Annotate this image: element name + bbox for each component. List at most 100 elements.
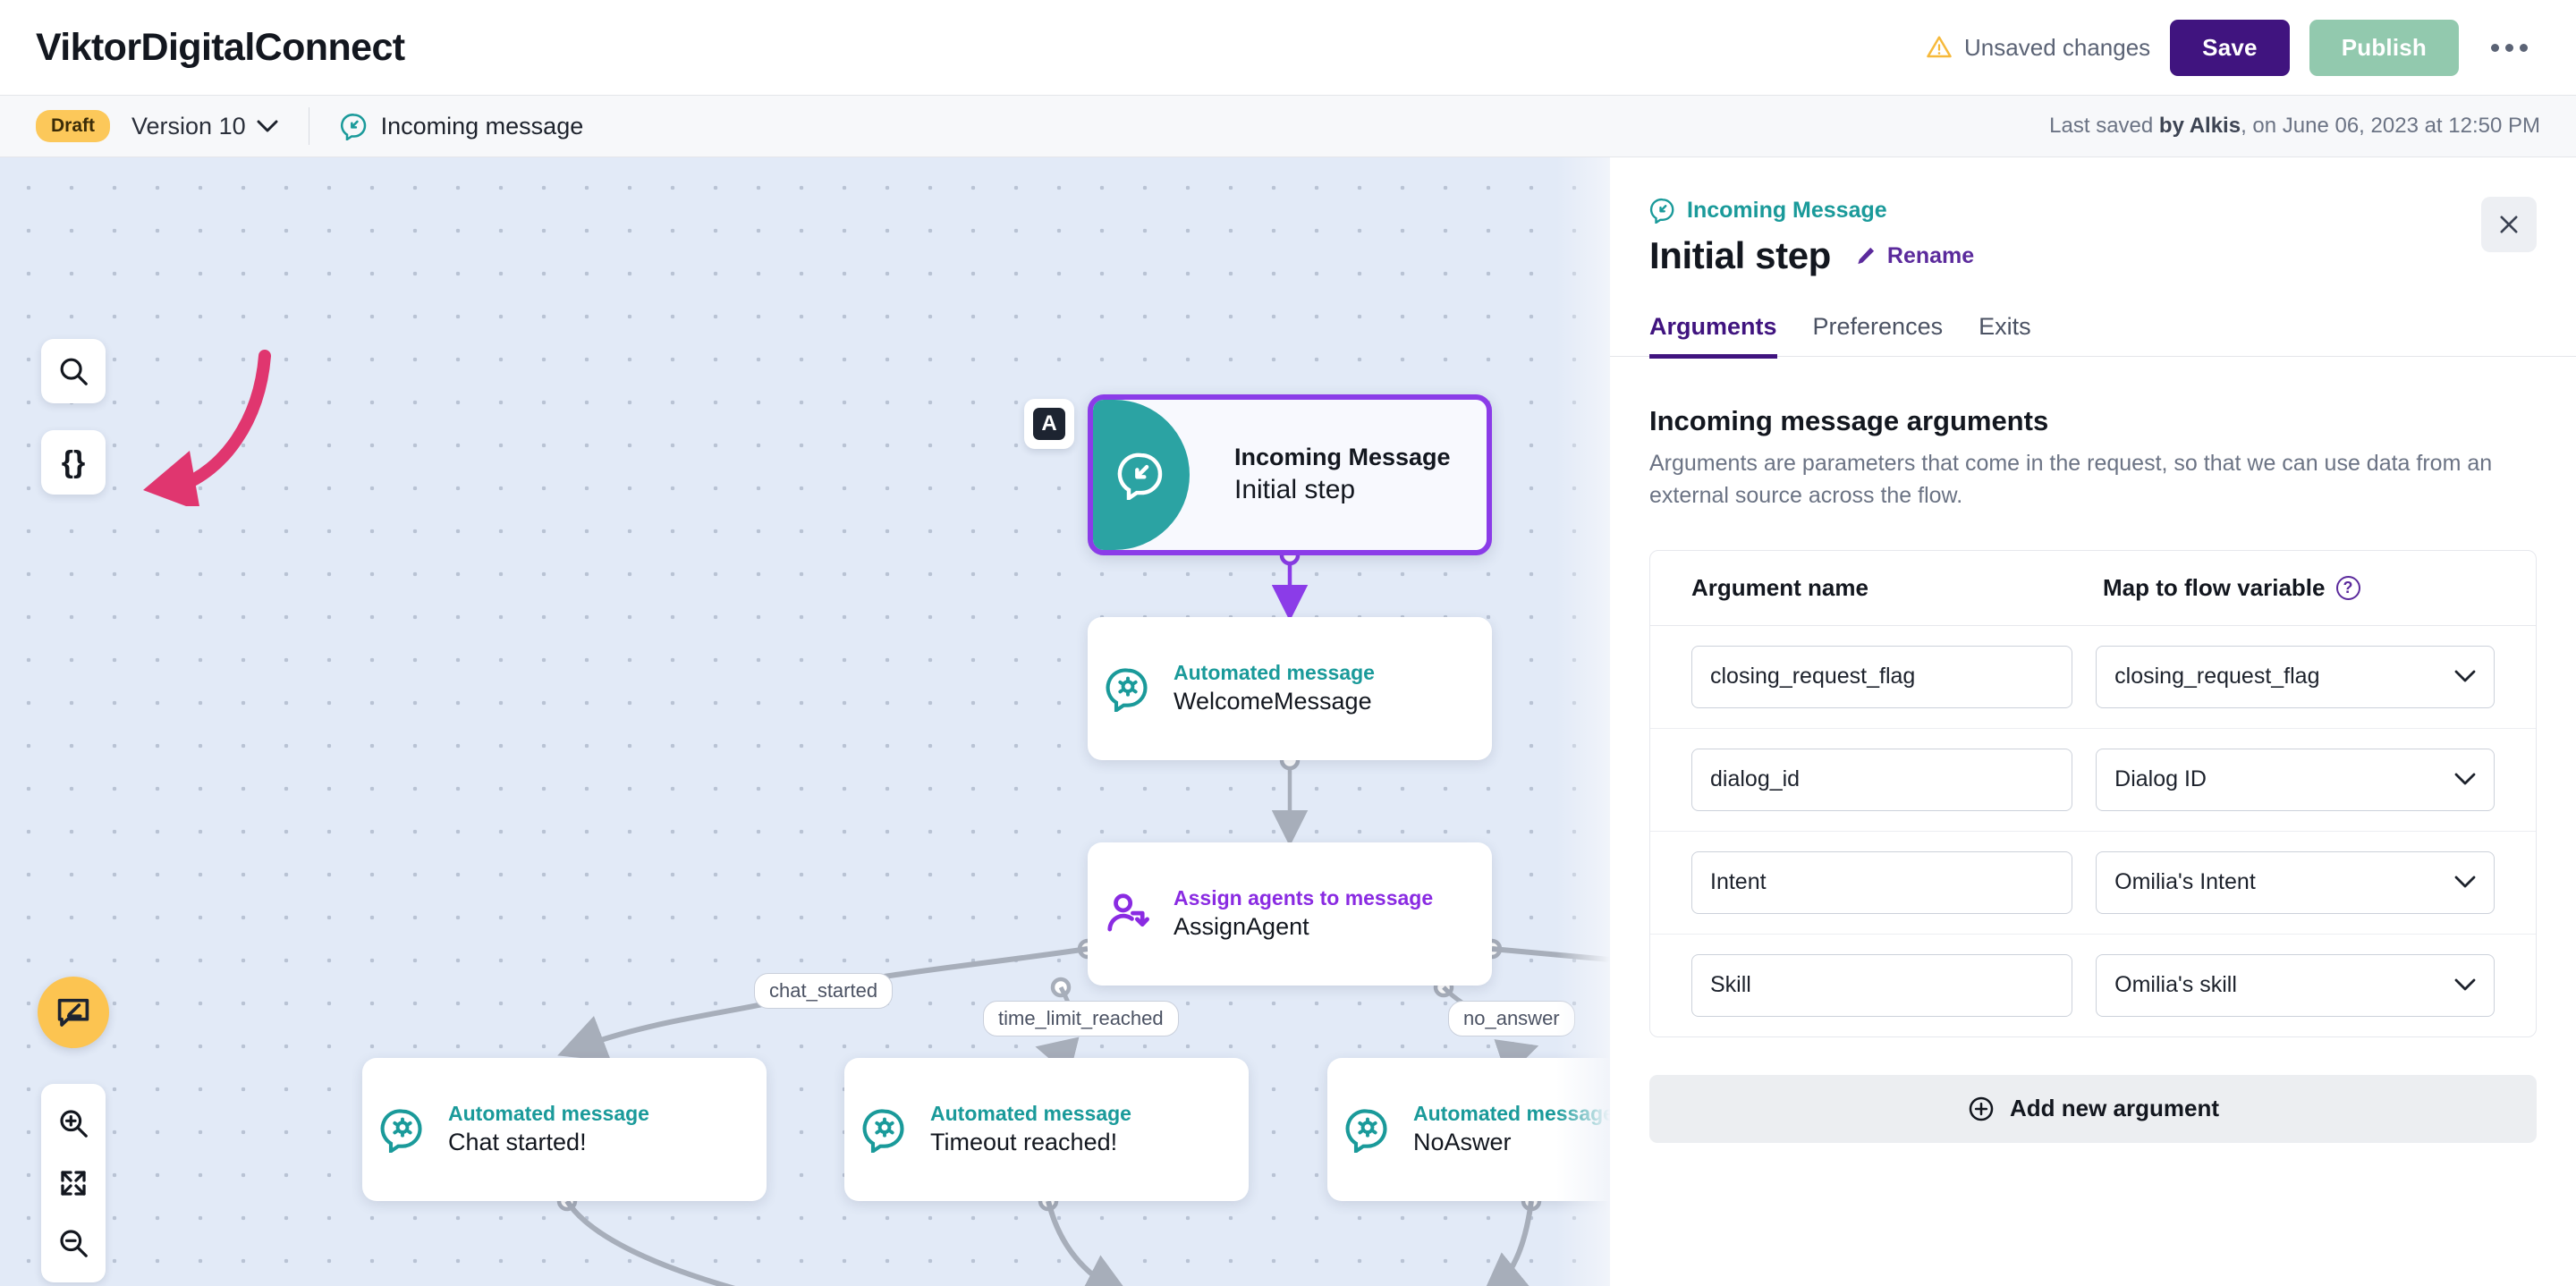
node-icon-area [1088, 665, 1168, 712]
pencil-icon [1858, 247, 1875, 265]
fit-to-screen-button[interactable] [41, 1153, 106, 1213]
node-icon-area [1327, 1106, 1408, 1153]
node-kind: Automated message [930, 1102, 1131, 1126]
tab-preferences[interactable]: Preferences [1812, 313, 1944, 340]
chevron-down-icon [2454, 876, 2476, 888]
node-text: Automated message NoAswer [1408, 1101, 1610, 1158]
add-comment-button[interactable] [38, 977, 109, 1048]
save-button[interactable]: Save [2170, 19, 2290, 76]
section-description: Arguments are parameters that come in th… [1649, 451, 2493, 509]
canvas-search-button[interactable] [41, 339, 106, 403]
comment-edit-icon [57, 998, 89, 1027]
kebab-menu-icon[interactable] [2479, 33, 2540, 63]
canvas-variables-button[interactable]: {} [41, 430, 106, 495]
flow-variable-value: Dialog ID [2114, 766, 2207, 791]
breadcrumb-label: Incoming message [380, 112, 584, 140]
automated-message-icon [1106, 668, 1148, 712]
chevron-down-icon [2454, 978, 2476, 991]
edge-label-chat-started: chat_started [754, 973, 894, 1009]
node-name: Chat started! [448, 1128, 587, 1155]
incoming-message-icon [1117, 453, 1163, 500]
plus-circle-icon [1969, 1096, 1994, 1121]
version-label: Version 10 [131, 112, 246, 140]
panel-tabs: Arguments Preferences Exits [1610, 313, 2576, 359]
argument-name-input[interactable]: dialog_id [1691, 748, 2073, 811]
close-panel-button[interactable] [2481, 197, 2537, 252]
last-saved-prefix: Last saved [2049, 114, 2159, 138]
status-badge: Draft [36, 110, 111, 142]
automated-message-icon [862, 1109, 904, 1153]
question-mark-icon[interactable]: ? [2335, 575, 2360, 600]
node-kind: Incoming Message [1234, 443, 1451, 470]
automated-message-icon [380, 1109, 422, 1153]
incoming-message-icon [1649, 198, 1674, 224]
step-details-panel: Incoming Message Initial step Rename Arg… [1610, 157, 2576, 1286]
table-row: Skill Omilia's skill [1650, 935, 2536, 1036]
flow-node-no-answer[interactable]: Automated message NoAswer [1327, 1058, 1610, 1201]
flow-variable-select[interactable]: Omilia's skill [2096, 953, 2495, 1017]
tab-arguments[interactable]: Arguments [1649, 313, 1777, 359]
argument-name-input[interactable]: closing_request_flag [1691, 645, 2073, 708]
assistant-badge[interactable]: A [1024, 399, 1074, 449]
flow-node-assign-agent[interactable]: Assign agents to message AssignAgent [1088, 842, 1492, 986]
zoom-out-icon [60, 1230, 88, 1258]
node-text: Automated message Chat started! [443, 1101, 649, 1158]
fit-to-screen-icon [61, 1171, 86, 1196]
last-saved-timestamp: , on June 06, 2023 at 12:50 PM [2241, 114, 2540, 138]
flow-variable-value: Omilia's Intent [2114, 869, 2256, 894]
node-kind: Automated message [448, 1102, 649, 1126]
column-header-map-to-flow-variable: Map to flow variable ? [2103, 574, 2360, 602]
flow-canvas[interactable]: {} [0, 157, 1610, 1286]
zoom-in-icon [60, 1110, 88, 1138]
chevron-down-icon [257, 120, 278, 131]
flow-variable-value: Omilia's skill [2114, 972, 2237, 997]
table-row: closing_request_flag closing_request_fla… [1650, 626, 2536, 729]
publish-button[interactable]: Publish [2309, 19, 2459, 76]
column-header-label: Map to flow variable [2103, 573, 2326, 601]
search-icon [60, 358, 88, 385]
node-text: Automated message Timeout reached! [925, 1101, 1131, 1158]
chevron-down-icon [2454, 773, 2476, 785]
node-kind: Automated message [1413, 1102, 1610, 1126]
argument-name-input[interactable]: Intent [1691, 850, 2073, 914]
node-icon-area [1088, 890, 1168, 938]
flow-variable-select[interactable]: Omilia's Intent [2096, 850, 2495, 914]
header-actions: Unsaved changes Save Publish [1926, 19, 2540, 76]
node-name: NoAswer [1413, 1128, 1512, 1155]
panel-step-kind: Incoming Message [1649, 197, 2537, 224]
flow-node-timeout-reached[interactable]: Automated message Timeout reached! [844, 1058, 1249, 1201]
rename-button[interactable]: Rename [1854, 243, 1974, 269]
breadcrumb[interactable]: Incoming message [340, 112, 584, 140]
rename-label: Rename [1886, 242, 1975, 268]
annotation-arrow [143, 350, 271, 506]
flow-node-chat-started[interactable]: Automated message Chat started! [362, 1058, 767, 1201]
node-name: Timeout reached! [930, 1128, 1118, 1155]
flow-variable-value: closing_request_flag [2114, 664, 2320, 689]
version-selector[interactable]: Version 10 [131, 113, 278, 140]
zoom-in-button[interactable] [41, 1093, 106, 1153]
node-name: WelcomeMessage [1174, 687, 1372, 715]
panel-step-kind-label: Incoming Message [1687, 197, 1887, 223]
section-title: Incoming message arguments [1649, 405, 2049, 436]
node-icon-area [844, 1106, 925, 1153]
node-text: Assign agents to message AssignAgent [1168, 885, 1433, 943]
argument-name-input[interactable]: Skill [1691, 953, 2073, 1017]
node-text: Incoming Message Initial step [1229, 443, 1451, 508]
panel-title-row: Initial step Rename [1649, 234, 2537, 277]
flow-node-welcome-message[interactable]: Automated message WelcomeMessage [1088, 617, 1492, 760]
flow-variable-select[interactable]: closing_request_flag [2096, 645, 2495, 708]
arguments-table: Argument name Map to flow variable ? clo… [1649, 549, 2537, 1037]
sub-header: Draft Version 10 Incoming message Last s… [0, 96, 2576, 157]
add-new-argument-button[interactable]: Add new argument [1649, 1074, 2537, 1143]
app-title: ViktorDigitalConnect [36, 25, 405, 69]
flow-node-incoming-message[interactable]: Incoming Message Initial step [1088, 394, 1492, 555]
zoom-out-button[interactable] [41, 1214, 106, 1273]
flow-variable-select[interactable]: Dialog ID [2096, 748, 2495, 811]
unsaved-changes-label: Unsaved changes [1964, 33, 2151, 61]
top-header: ViktorDigitalConnect Unsaved changes Sav… [0, 0, 2576, 96]
tab-exits[interactable]: Exits [1979, 313, 2031, 340]
node-icon-area [1093, 400, 1190, 550]
last-saved-user: by Alkis [2158, 114, 2241, 138]
edge-label-time-limit-reached: time_limit_reached [983, 1001, 1179, 1036]
